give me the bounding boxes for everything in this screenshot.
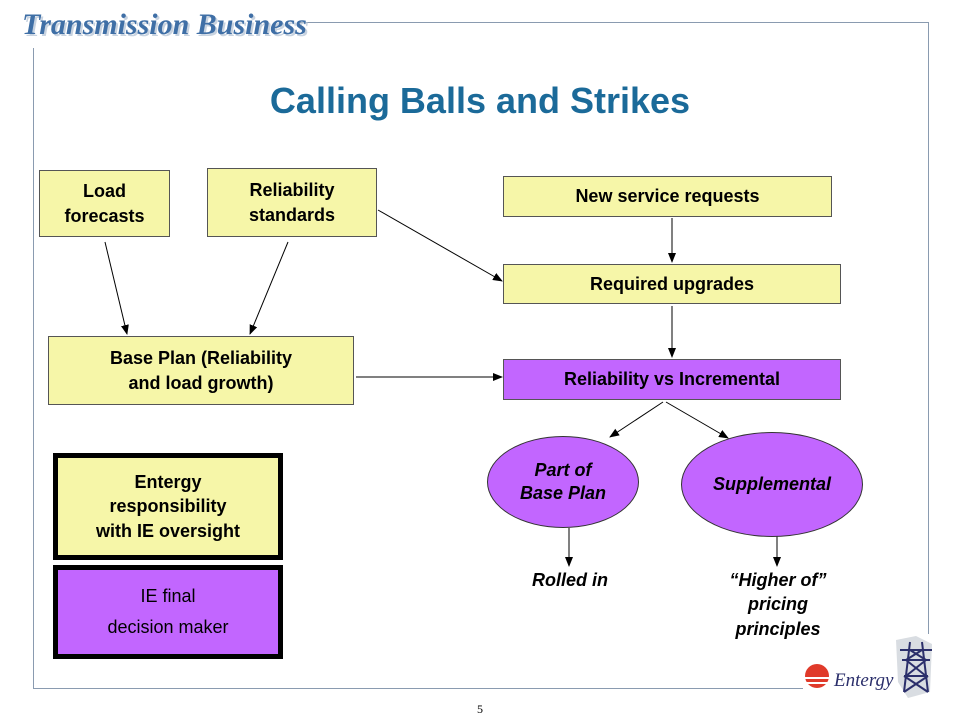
frame-bottom-line bbox=[33, 688, 803, 689]
supplemental-ellipse: Supplemental bbox=[681, 432, 863, 537]
part-of-base-plan-ellipse: Part of Base Plan bbox=[487, 436, 639, 528]
legend-ie-box: IE final decision maker bbox=[53, 565, 283, 659]
new-service-requests-label: New service requests bbox=[575, 186, 760, 207]
entergy-logo-text: Entergy bbox=[834, 670, 894, 691]
part-of-base-plan-line2: Base Plan bbox=[519, 483, 607, 503]
arrow-reliability-to-base bbox=[249, 241, 289, 335]
legend-entergy-line3: with IE oversight bbox=[95, 520, 241, 541]
reliability-standards-line1: Reliability bbox=[249, 180, 335, 201]
required-upgrades-label: Required upgrades bbox=[589, 273, 755, 294]
required-upgrades-box: Required upgrades bbox=[503, 264, 841, 304]
frame-left-line bbox=[33, 48, 34, 688]
base-plan-box: Base Plan (Reliability and load growth) bbox=[48, 336, 354, 405]
arrow-to-supplemental bbox=[665, 401, 729, 439]
arrow-to-part-of-base bbox=[609, 401, 664, 438]
legend-entergy-line1: Entergy bbox=[134, 472, 202, 493]
arrow-reliability-to-upgrades bbox=[377, 209, 503, 282]
page-number: 5 bbox=[477, 702, 483, 716]
reliability-vs-incremental-box: Reliability vs Incremental bbox=[503, 359, 841, 400]
part-of-base-plan-line1: Part of bbox=[534, 459, 592, 480]
reliability-standards-box: Reliability standards bbox=[207, 168, 377, 237]
load-forecasts-box: Load forecasts bbox=[39, 170, 170, 237]
higher-of-label: “Higher of” pricing principles bbox=[692, 568, 864, 641]
legend-entergy-line2: responsibility bbox=[109, 496, 227, 517]
higher-of-line1: “Higher of” bbox=[729, 570, 827, 590]
reliability-vs-incremental-label: Reliability vs Incremental bbox=[563, 369, 781, 390]
new-service-requests-box: New service requests bbox=[503, 176, 832, 217]
legend-ie-line1: IE final bbox=[140, 586, 196, 607]
arrow-load-to-base bbox=[104, 241, 129, 335]
frame-right-line bbox=[928, 22, 929, 634]
frame-top-line bbox=[300, 22, 928, 23]
base-plan-line2: and load growth) bbox=[128, 372, 274, 393]
higher-of-line3: principles bbox=[735, 618, 821, 639]
brand-header: Transmission Business bbox=[22, 8, 307, 41]
load-forecasts-line1: Load bbox=[82, 181, 126, 202]
load-forecasts-line2: forecasts bbox=[64, 205, 145, 226]
slide-title: Calling Balls and Strikes bbox=[269, 80, 691, 121]
reliability-standards-line2: standards bbox=[248, 204, 336, 225]
legend-ie-line2: decision maker bbox=[107, 617, 229, 637]
transmission-tower-icon bbox=[803, 636, 932, 698]
higher-of-line2: pricing bbox=[747, 594, 808, 615]
legend-entergy-box: Entergy responsibility with IE oversight bbox=[53, 453, 283, 560]
entergy-logo: Entergy bbox=[800, 632, 940, 702]
supplemental-label: Supplemental bbox=[712, 473, 832, 494]
rolled-in-label: Rolled in bbox=[532, 570, 608, 590]
base-plan-line1: Base Plan (Reliability bbox=[109, 348, 293, 369]
